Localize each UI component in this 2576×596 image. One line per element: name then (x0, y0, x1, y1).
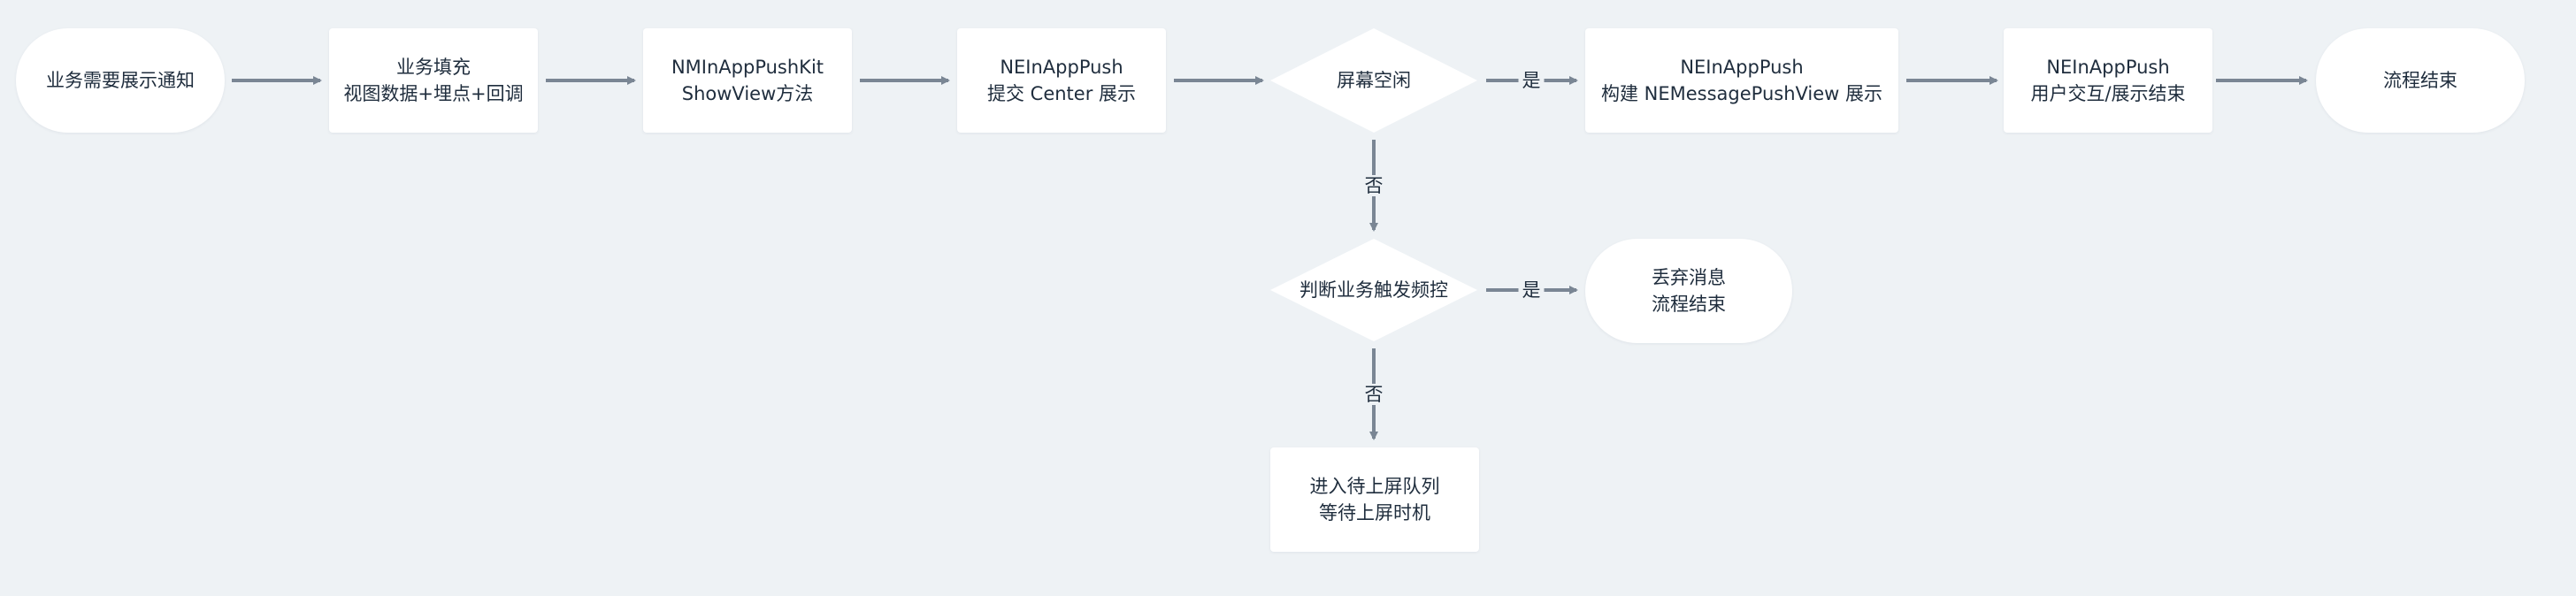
node-build-line1: NEInAppPush (1680, 57, 1804, 78)
node-discard-line2: 流程结束 (1652, 294, 1726, 315)
node-submit-line2: 提交 Center 展示 (986, 83, 1137, 104)
node-freq-label: 判断业务触发频控 (1300, 279, 1448, 301)
node-discard: 丢弃消息 流程结束 (1585, 239, 1792, 343)
node-fill-line2: 视图数据+埋点+回调 (343, 83, 524, 104)
node-submit: NEInAppPush 提交 Center 展示 (957, 28, 1166, 133)
node-idle-label: 屏幕空闲 (1337, 70, 1411, 91)
node-kit-line2: ShowView方法 (681, 83, 814, 104)
node-queue-line2: 等待上屏时机 (1319, 502, 1430, 523)
node-interact: NEInAppPush 用户交互/展示结束 (2004, 28, 2212, 133)
node-queue: 进入待上屏队列 等待上屏时机 (1270, 447, 1479, 552)
diamond-shape-freq (1270, 239, 1477, 341)
node-discard-line1: 丢弃消息 (1652, 267, 1726, 288)
node-end: 流程结束 (2316, 28, 2525, 133)
node-interact-line1: NEInAppPush (2046, 57, 2170, 78)
node-kit-line1: NMInAppPushKit (671, 57, 824, 78)
node-start: 业务需要展示通知 (16, 28, 225, 133)
edge-label-freq-yes: 是 (1518, 279, 1545, 301)
node-submit-line1: NEInAppPush (1000, 57, 1123, 78)
node-start-label: 业务需要展示通知 (46, 70, 195, 91)
edge-label-idle-yes: 是 (1518, 70, 1545, 91)
node-build-line2: 构建 NEMessagePushView 展示 (1600, 83, 1883, 104)
node-freq: 判断业务触发频控 (1270, 239, 1477, 341)
node-end-label: 流程结束 (2383, 70, 2457, 91)
edge-label-freq-no: 否 (1361, 384, 1387, 405)
node-fill-line1: 业务填充 (396, 57, 471, 78)
node-build: NEInAppPush 构建 NEMessagePushView 展示 (1585, 28, 1898, 133)
node-idle: 屏幕空闲 (1270, 28, 1477, 133)
edge-label-idle-no: 否 (1361, 175, 1387, 196)
node-kit: NMInAppPushKit ShowView方法 (643, 28, 852, 133)
node-interact-line2: 用户交互/展示结束 (2030, 83, 2186, 104)
node-queue-line1: 进入待上屏队列 (1309, 476, 1440, 497)
diamond-shape-idle (1270, 28, 1477, 133)
node-fill: 业务填充 视图数据+埋点+回调 (329, 28, 538, 133)
